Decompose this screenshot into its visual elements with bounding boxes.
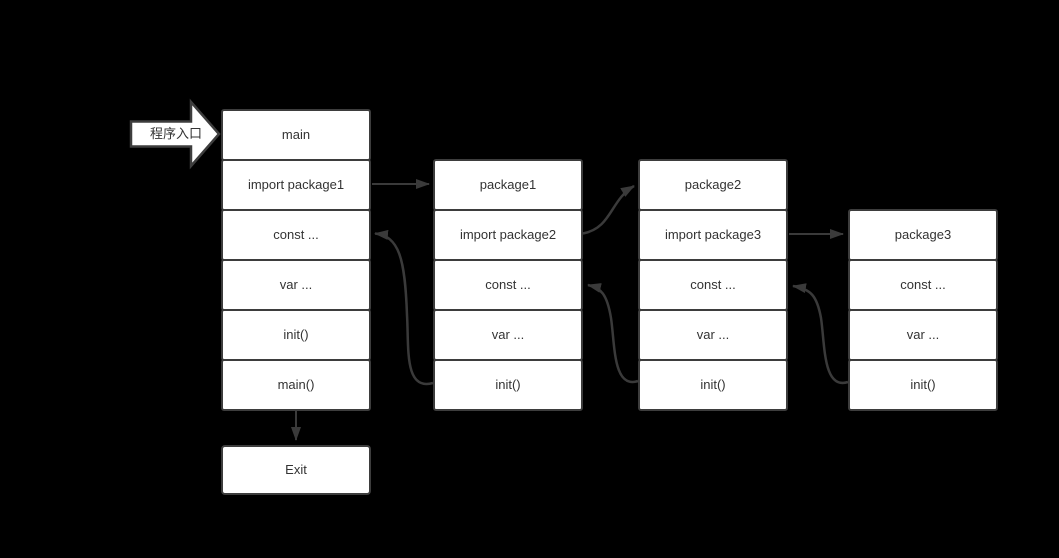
box-main-var: var ... xyxy=(221,259,371,311)
entry-label: 程序入口 xyxy=(149,126,202,141)
box-import-package1: import package1 xyxy=(221,159,371,211)
box-package1-const: const ... xyxy=(433,259,583,311)
box-main-const: const ... xyxy=(221,209,371,261)
arrow-package1-init-to-main-const xyxy=(374,229,434,386)
box-import-package2: import package2 xyxy=(433,209,583,261)
box-exit: Exit xyxy=(221,445,371,495)
box-package2-var: var ... xyxy=(638,309,788,361)
box-package1-var: var ... xyxy=(433,309,583,361)
box-main-init: init() xyxy=(221,309,371,361)
box-package3-init: init() xyxy=(848,359,998,411)
arrow-import-package2-to-package2 xyxy=(582,184,635,235)
box-package1: package1 xyxy=(433,159,583,211)
arrow-package2-init-to-package1-const xyxy=(587,283,639,384)
box-package2-init: init() xyxy=(638,359,788,411)
box-package3-var: var ... xyxy=(848,309,998,361)
box-main: main xyxy=(221,109,371,161)
entry-block-arrow xyxy=(129,98,221,170)
box-package3-const: const ... xyxy=(848,259,998,311)
box-package2-const: const ... xyxy=(638,259,788,311)
box-main-call: main() xyxy=(221,359,371,411)
box-import-package3: import package3 xyxy=(638,209,788,261)
box-package1-init: init() xyxy=(433,359,583,411)
arrow-package3-init-to-package2-const xyxy=(792,283,849,385)
box-package2: package2 xyxy=(638,159,788,211)
box-package3: package3 xyxy=(848,209,998,261)
